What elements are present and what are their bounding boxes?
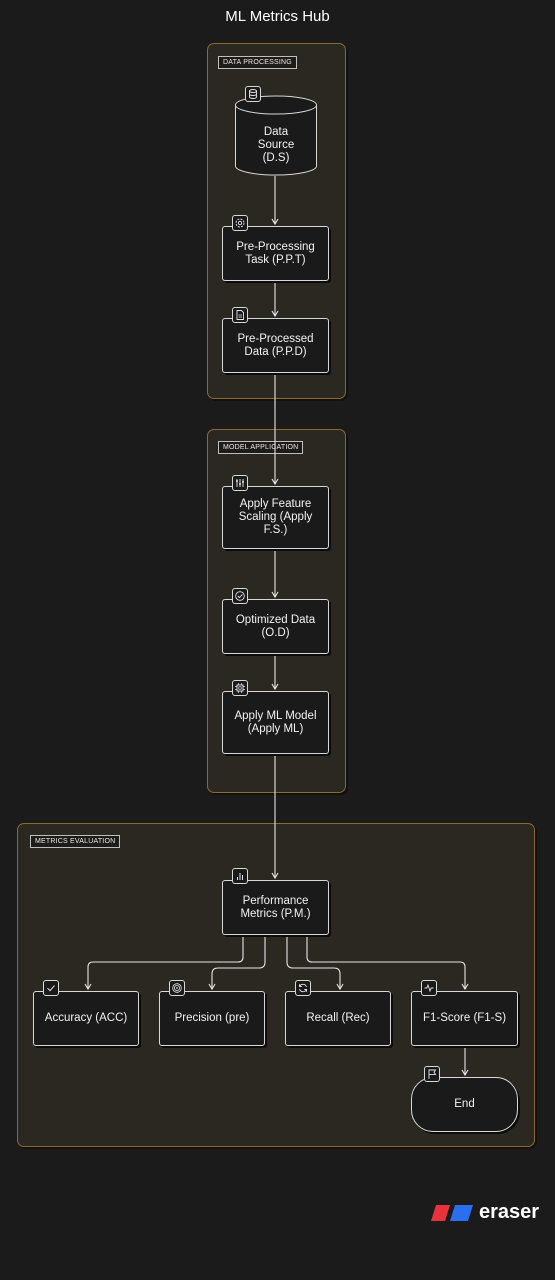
check-icon bbox=[43, 980, 59, 996]
pre-processing-task-node: Pre-Processing Task (P.P.T) bbox=[222, 226, 329, 281]
data-source-label: Data Source (D.S) bbox=[257, 125, 295, 164]
eraser-logo: eraser bbox=[430, 1201, 539, 1224]
edge-pm-pre bbox=[208, 935, 266, 991]
bar-chart-icon bbox=[232, 868, 248, 884]
optimized-data-node: Optimized Data (O.D) bbox=[222, 599, 329, 654]
check-circle-icon bbox=[232, 588, 248, 604]
gear-icon bbox=[232, 215, 248, 231]
f1-score-node: F1-Score (F1-S) bbox=[411, 991, 518, 1046]
accuracy-node: Accuracy (ACC) bbox=[33, 991, 139, 1046]
document-icon bbox=[232, 307, 248, 323]
refresh-icon bbox=[295, 980, 311, 996]
group-label-metrics-evaluation: METRICS EVALUATION bbox=[30, 835, 121, 848]
edge-pm-rec bbox=[286, 935, 344, 991]
edge-pm-acc bbox=[84, 935, 244, 991]
group-label-model-application: MODEL APPLICATION bbox=[218, 441, 304, 454]
group-label-data-processing: DATA PROCESSING bbox=[218, 56, 297, 69]
performance-metrics-node: Performance Metrics (P.M.) bbox=[222, 880, 329, 935]
apply-feature-scaling-node: Apply Feature Scaling (Apply F.S.) bbox=[222, 486, 329, 549]
target-icon bbox=[169, 980, 185, 996]
eraser-logo-text: eraser bbox=[479, 1201, 540, 1223]
recall-node: Recall (Rec) bbox=[285, 991, 391, 1046]
database-icon bbox=[245, 86, 261, 102]
eraser-logo-mark bbox=[431, 1204, 473, 1221]
apply-ml-model-node: Apply ML Model (Apply ML) bbox=[222, 691, 329, 754]
diagram-title: ML Metrics Hub bbox=[225, 8, 330, 25]
pre-processed-data-node: Pre-Processed Data (P.P.D) bbox=[222, 318, 329, 373]
end-node: End bbox=[411, 1077, 518, 1132]
activity-icon bbox=[421, 980, 437, 996]
sliders-icon bbox=[232, 475, 248, 491]
flag-icon bbox=[424, 1066, 440, 1082]
edge-pm-f1 bbox=[306, 935, 469, 991]
precision-node: Precision (pre) bbox=[159, 991, 265, 1046]
chip-icon bbox=[232, 680, 248, 696]
